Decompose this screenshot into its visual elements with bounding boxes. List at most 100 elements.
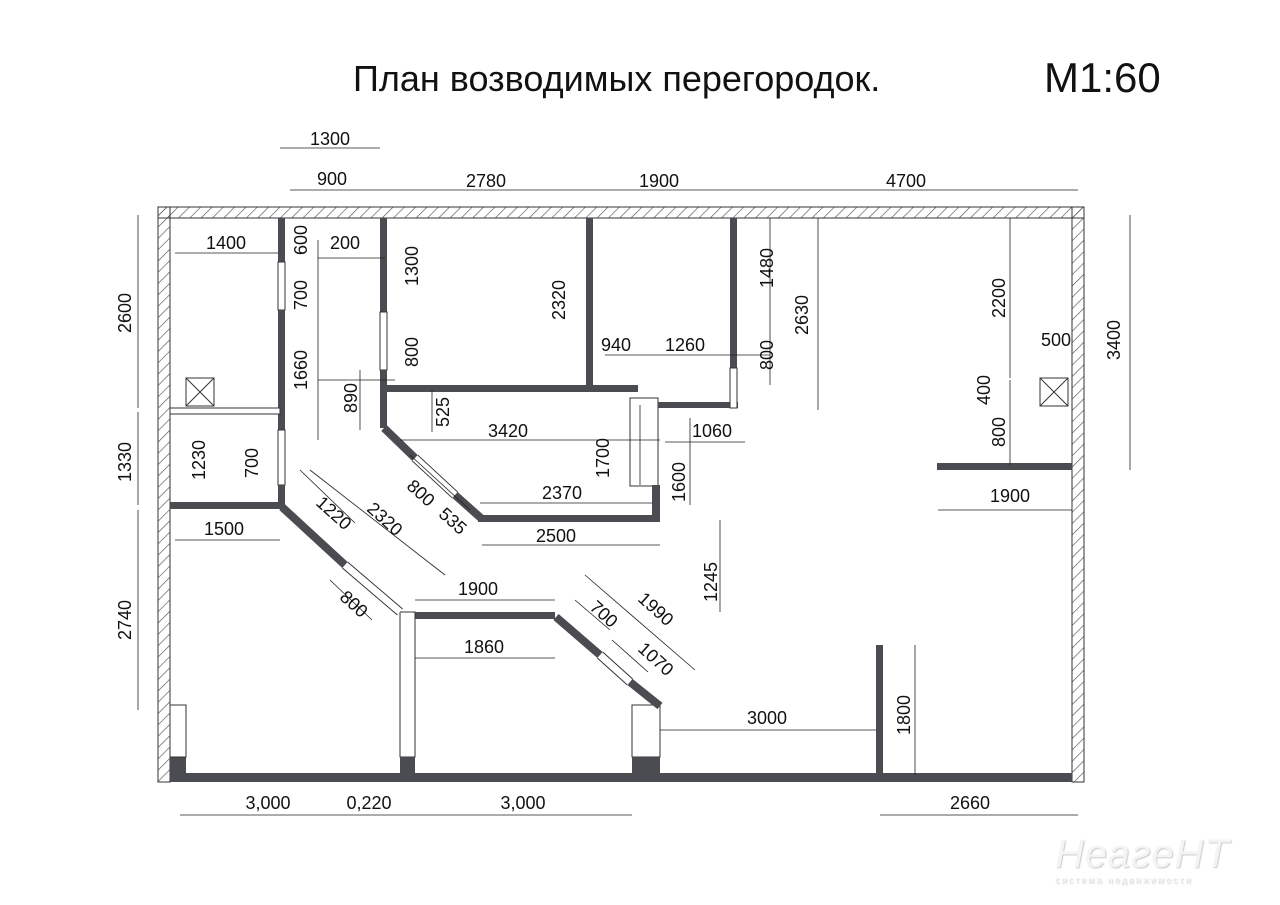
wall-stub — [170, 756, 186, 782]
outer-wall-bottom — [170, 773, 1072, 782]
partition-wall — [400, 757, 415, 777]
diagonal-partition — [381, 425, 418, 461]
outer-wall — [157, 206, 1085, 219]
window-partition — [631, 704, 661, 758]
outer-wall — [1071, 206, 1085, 783]
dimension-label: 940 — [601, 335, 631, 355]
outer-walls — [157, 206, 1085, 783]
diagonal-partition — [627, 678, 663, 710]
partition-wall — [658, 402, 738, 408]
dimension-label: 3420 — [488, 421, 528, 441]
dimension-label: 1700 — [593, 438, 613, 478]
partition-wall — [380, 218, 387, 312]
dimension-label: 0,220 — [346, 793, 391, 813]
partition-wall — [278, 218, 285, 262]
dimension-line — [309, 469, 446, 576]
vent-shaft-cross — [185, 377, 215, 407]
diagonal-window — [342, 562, 403, 615]
dimension-lines — [137, 147, 1131, 816]
dimension-label: 1220 — [312, 492, 355, 534]
partition-wall — [937, 463, 1072, 470]
dimension-label: 2200 — [989, 278, 1009, 318]
partition-wall — [170, 502, 285, 509]
dimension-label: 1260 — [665, 335, 705, 355]
dimension-label: 2630 — [792, 295, 812, 335]
diagonal-window — [412, 455, 458, 498]
dimension-label: 4700 — [886, 171, 926, 191]
watermark-logo: НеагеНТ система недвижимости — [1055, 832, 1230, 885]
dimension-label: 500 — [1041, 330, 1071, 350]
dimension-label: 1800 — [894, 695, 914, 735]
watermark-tagline: система недвижимости — [1055, 875, 1193, 885]
dimension-label: 1480 — [757, 248, 777, 288]
partitions — [169, 218, 1072, 777]
dimension-label: 1600 — [669, 462, 689, 502]
dimension-label: 2780 — [466, 171, 506, 191]
partition-wall — [386, 385, 638, 392]
dimension-label: 1900 — [639, 171, 679, 191]
dimension-label: 1400 — [206, 233, 246, 253]
dimension-line — [611, 639, 649, 673]
dimension-label: 1070 — [634, 638, 677, 680]
diagonal-partition — [553, 613, 603, 659]
dimension-label: 3400 — [1104, 320, 1124, 360]
diagonal-partition — [279, 504, 348, 568]
dimension-label: 3,000 — [500, 793, 545, 813]
dimension-label: 1660 — [291, 350, 311, 390]
dimension-label: 700 — [242, 448, 262, 478]
dimension-label: 1230 — [189, 440, 209, 480]
dimension-line — [329, 579, 373, 621]
partition-wall — [478, 515, 660, 522]
dimension-label: 2370 — [542, 483, 582, 503]
dimension-label: 2600 — [115, 293, 135, 333]
dimension-label: 3000 — [747, 708, 787, 728]
dimension-label: 525 — [433, 397, 453, 427]
dimension-label: 600 — [291, 225, 311, 255]
dimension-line — [409, 454, 471, 511]
dimension-label: 700 — [291, 280, 311, 310]
dimension-label: 900 — [317, 169, 347, 189]
window-partition — [399, 611, 416, 758]
dimension-label: 800 — [402, 337, 422, 367]
dimension-label: 890 — [341, 383, 361, 413]
scale-label: М1:60 — [1044, 54, 1161, 101]
dimension-label: 2500 — [536, 526, 576, 546]
partition-wall — [876, 645, 883, 775]
dimension-label: 1060 — [692, 421, 732, 441]
dimension-label: 2660 — [950, 793, 990, 813]
dimension-label: 1860 — [464, 637, 504, 657]
dimension-label: 1300 — [310, 129, 350, 149]
dimension-label: 800 — [989, 417, 1009, 447]
window-partition — [169, 407, 281, 415]
partition-wall — [400, 612, 555, 619]
dimension-label: 2740 — [115, 600, 135, 640]
window-partition — [277, 261, 286, 311]
partition-wall — [586, 218, 593, 385]
partition-wall — [730, 218, 737, 368]
dimension-label: 400 — [974, 375, 994, 405]
vent-shaft-cross — [1039, 377, 1069, 407]
window-partition — [629, 397, 659, 487]
diagonal-window — [597, 652, 633, 685]
partition-wall — [632, 757, 660, 777]
partition-wall — [278, 310, 285, 430]
dimension-label: 800 — [336, 587, 372, 622]
watermark-logo-text: НеагеНТ — [1055, 832, 1230, 876]
dimension-line — [299, 469, 356, 524]
outer-wall — [157, 206, 171, 783]
window-partition — [379, 311, 388, 371]
dimension-label: 1900 — [990, 486, 1030, 506]
dimension-label: 1330 — [115, 442, 135, 482]
dimension-label: 800 — [757, 340, 777, 370]
partition-wall — [278, 485, 285, 509]
window-partition — [729, 367, 738, 409]
dimension-label: 3,000 — [245, 793, 290, 813]
dimension-label: 2320 — [363, 498, 406, 540]
dimension-label: 1500 — [204, 519, 244, 539]
dimension-line — [584, 574, 696, 671]
dimension-label: 1300 — [402, 246, 422, 286]
window-partition — [277, 429, 286, 486]
plan-title: План возводимых перегородок. — [353, 58, 881, 99]
